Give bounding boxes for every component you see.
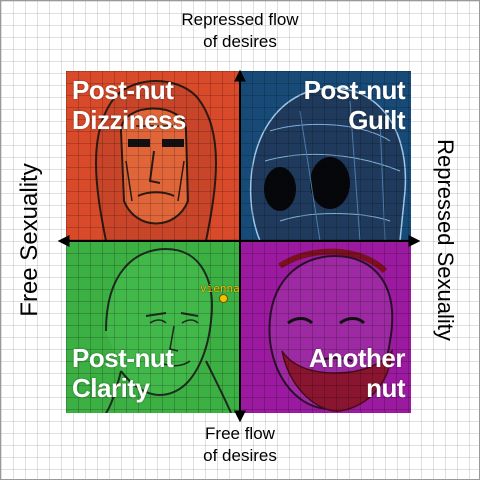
quadrant-label-bottom-right-line2: nut (366, 373, 405, 403)
quadrant-label-top-left-line1: Post-nut (72, 75, 174, 105)
quadrant-label-top-right-line1: Post-nut (303, 75, 406, 105)
quadrant-post-nut-guilt: Post-nut Guilt (240, 71, 411, 241)
quadrant-post-nut-clarity: Post-nut Clarity (66, 241, 240, 413)
axis-label-top: Repressed flow of desires (140, 9, 340, 53)
axis-label-bottom-line1: Free flow (205, 424, 275, 443)
quadrant-post-nut-dizziness: Post-nut Dizziness (66, 71, 240, 241)
quadrant-label-bottom-left-line2: Clarity (72, 373, 150, 403)
quadrant-label-top-left: Post-nut Dizziness (72, 75, 187, 135)
bearded-wojak-face-illustration (268, 248, 394, 412)
quadrant-label-top-right-line2: Guilt (348, 105, 405, 135)
position-marker-dot (219, 294, 228, 303)
position-marker-label: vienna (200, 282, 240, 295)
axis-label-bottom-line2: of desires (203, 446, 277, 465)
quadrant-label-bottom-left-line1: Post-nut (72, 343, 174, 373)
quadrant-label-top-left-line2: Dizziness (72, 105, 187, 135)
quadrant-label-top-right: Post-nut Guilt (303, 75, 406, 135)
quadrant-label-bottom-left: Post-nut Clarity (72, 343, 174, 403)
dizzy-wojak-face-illustration (95, 80, 217, 241)
clarity-wojak-face-illustration (105, 247, 232, 413)
quadrant-label-bottom-right-line1: Another (308, 343, 406, 373)
axis-label-bottom: Free flow of desires (140, 423, 340, 467)
axis-label-top-line2: of desires (203, 32, 277, 51)
quadrant-another-nut: Another nut (240, 241, 411, 413)
guilt-wojak-face-illustration (249, 87, 407, 241)
quadrant-label-bottom-right: Another nut (308, 343, 406, 403)
axis-label-top-line1: Repressed flow (181, 10, 299, 29)
